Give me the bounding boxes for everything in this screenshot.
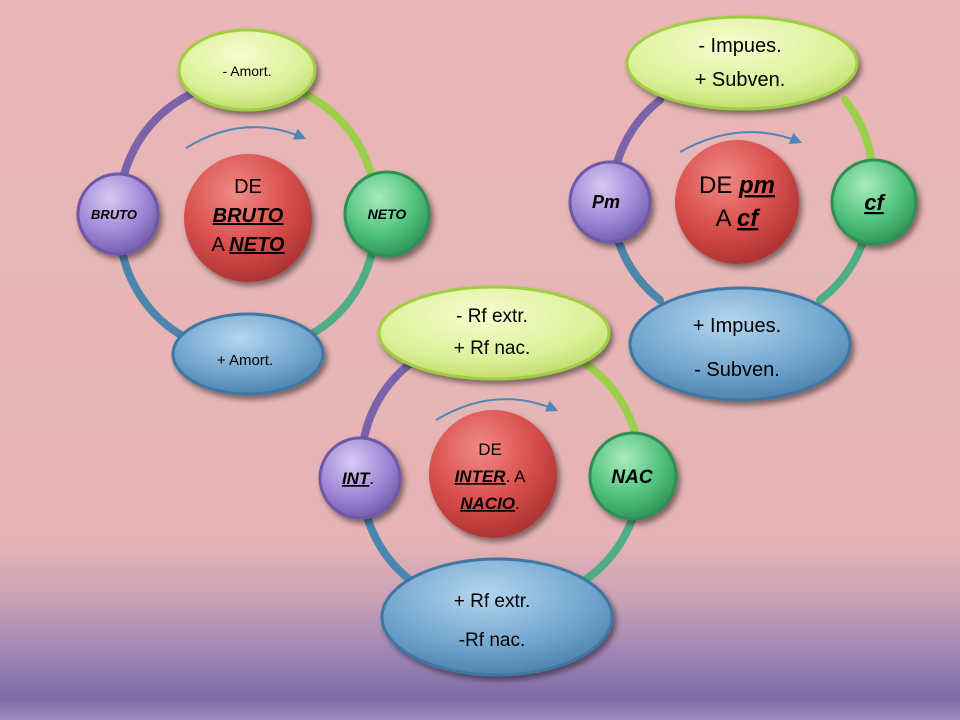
cycle2-left-node — [568, 160, 652, 244]
cycle2-bottom-node — [628, 286, 852, 402]
cycle3-right-label: NAC — [611, 467, 652, 488]
cycle1-top-node — [177, 28, 317, 112]
cycle2-bottom-line2: - Subven. — [694, 359, 780, 381]
cycle2-top-line1: - Impues. — [698, 35, 781, 57]
cycle1-right-node — [343, 170, 431, 258]
cycle1-center-node — [184, 154, 312, 282]
cycle2-top-line2: + Subven. — [695, 69, 786, 91]
cycle3-flow-arrow — [435, 398, 559, 421]
cycle3-top-line2: + Rf nac. — [454, 338, 531, 359]
cycle2-center-line2: A cf — [716, 205, 761, 232]
cycle3-center-line2: INTER. A — [455, 467, 527, 486]
cycle-inter-nacio: DE INTER. A NACIO. - Rf extr. + Rf nac. … — [318, 285, 678, 677]
cycle1-left-node — [76, 172, 160, 256]
cycle1-bottom-label: + Amort. — [217, 352, 273, 369]
cycle1-right-label: NETO — [368, 206, 407, 222]
cycle3-bottom-line2: -Rf nac. — [459, 630, 526, 651]
cycle1-left-label: BRUTO — [91, 207, 137, 222]
cycle3-center-line3: NACIO. — [460, 494, 520, 513]
cycle-pm-cf: DE pm A cf - Impues. + Subven. Pm cf + I… — [568, 15, 918, 402]
cycle3-left-node — [318, 436, 402, 520]
cycle2-right-label: cf — [864, 190, 886, 215]
cycle1-center-line1: DE — [234, 176, 262, 198]
cycle3-center-node — [429, 410, 557, 538]
cycle2-bottom-line1: + Impues. — [693, 315, 781, 337]
cycle2-center-node — [675, 140, 799, 264]
cycle1-center-line3: A NETO — [212, 234, 285, 256]
cycle3-top-node — [377, 285, 611, 381]
cycle3-bottom-line1: + Rf extr. — [454, 591, 531, 612]
cycle2-left-label: Pm — [592, 192, 620, 212]
cycle1-top-label: - Amort. — [222, 63, 271, 79]
cycle1-bottom-node — [171, 312, 325, 396]
cycle-bruto-neto: DE BRUTO A NETO - Amort. BRUTO NETO + Am… — [76, 28, 431, 396]
cycle1-center-line2: BRUTO — [213, 205, 284, 227]
cycle3-right-node — [588, 431, 678, 521]
cycle3-center-line1: DE — [478, 440, 502, 459]
cycle2-right-node — [830, 158, 918, 246]
cycle3-bottom-node — [380, 557, 614, 677]
cycle2-top-node — [625, 15, 859, 111]
cycle3-left-label: INT. — [342, 469, 374, 488]
cycle2-flow-arrow — [679, 131, 803, 153]
cycle2-center-line1: DE pm — [699, 172, 775, 199]
cycle3-top-line1: - Rf extr. — [456, 306, 528, 327]
cycle1-flow-arrow — [185, 126, 307, 149]
